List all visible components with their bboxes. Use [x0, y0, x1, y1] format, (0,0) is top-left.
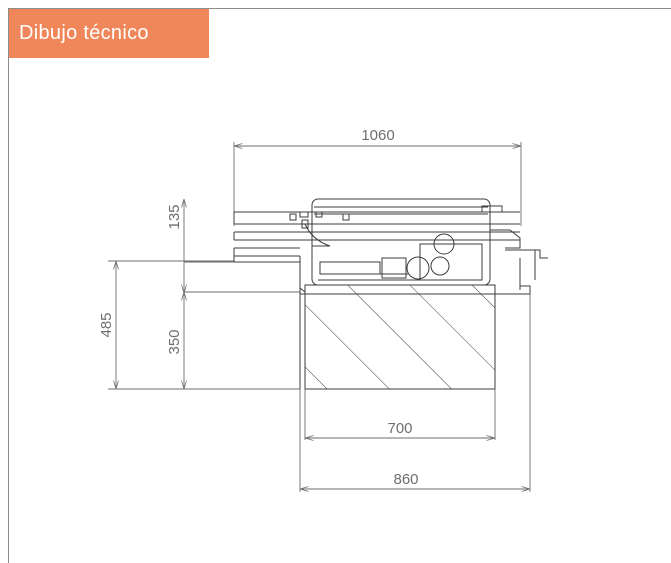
dim-label-700: 700	[387, 420, 412, 437]
unit-top-section	[233, 198, 548, 295]
dim-label-485: 485	[98, 312, 115, 337]
unit-body-hatched	[304, 284, 496, 390]
content-frame	[8, 8, 671, 563]
section-title: Dibujo técnico	[9, 9, 209, 58]
dimension-1060	[233, 142, 522, 226]
dimension-135	[184, 200, 234, 292]
dim-label-350: 350	[166, 329, 183, 354]
dim-label-135: 135	[166, 204, 183, 229]
dimension-350	[184, 291, 300, 388]
dim-label-860: 860	[393, 471, 418, 488]
dimension-860	[299, 294, 531, 492]
dimension-485	[108, 260, 300, 390]
dim-label-1060: 1060	[361, 127, 394, 144]
dimension-700	[304, 389, 496, 440]
